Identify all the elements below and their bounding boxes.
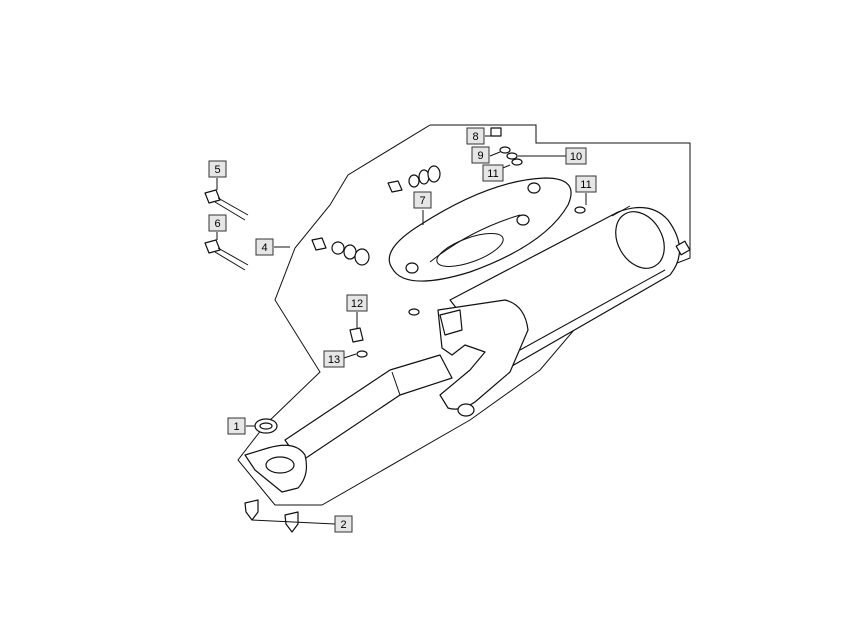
svg-text:9: 9 xyxy=(477,150,483,162)
svg-text:11: 11 xyxy=(580,179,591,191)
callout-13: 13 xyxy=(323,350,345,368)
callout-9: 9 xyxy=(471,146,490,164)
svg-text:11: 11 xyxy=(487,168,498,180)
callout-12: 12 xyxy=(346,294,368,312)
svg-text:10: 10 xyxy=(570,151,582,163)
callout-11-right: 11 xyxy=(575,175,597,193)
assembly-outline xyxy=(237,124,691,506)
callout-11-upper: 11 xyxy=(482,164,504,182)
callout-7: 7 xyxy=(413,191,432,209)
muffler-bracket xyxy=(437,299,529,417)
callout-8: 8 xyxy=(466,127,485,145)
callout-2: 2 xyxy=(334,515,353,533)
callout-4: 4 xyxy=(255,238,274,256)
svg-text:8: 8 xyxy=(472,131,478,143)
callout-6: 6 xyxy=(208,214,227,232)
svg-text:6: 6 xyxy=(214,218,220,230)
heat-shield xyxy=(388,177,572,282)
svg-text:4: 4 xyxy=(261,242,267,254)
exhaust-pipe xyxy=(244,354,453,493)
callout-5: 5 xyxy=(208,160,227,178)
callout-1: 1 xyxy=(227,417,246,435)
svg-text:2: 2 xyxy=(340,519,346,531)
svg-text:7: 7 xyxy=(419,195,425,207)
svg-text:13: 13 xyxy=(328,354,340,366)
callout-10: 10 xyxy=(565,147,587,165)
svg-text:1: 1 xyxy=(233,421,239,433)
svg-text:5: 5 xyxy=(214,164,220,176)
hardware xyxy=(204,127,586,533)
svg-text:12: 12 xyxy=(351,298,363,310)
